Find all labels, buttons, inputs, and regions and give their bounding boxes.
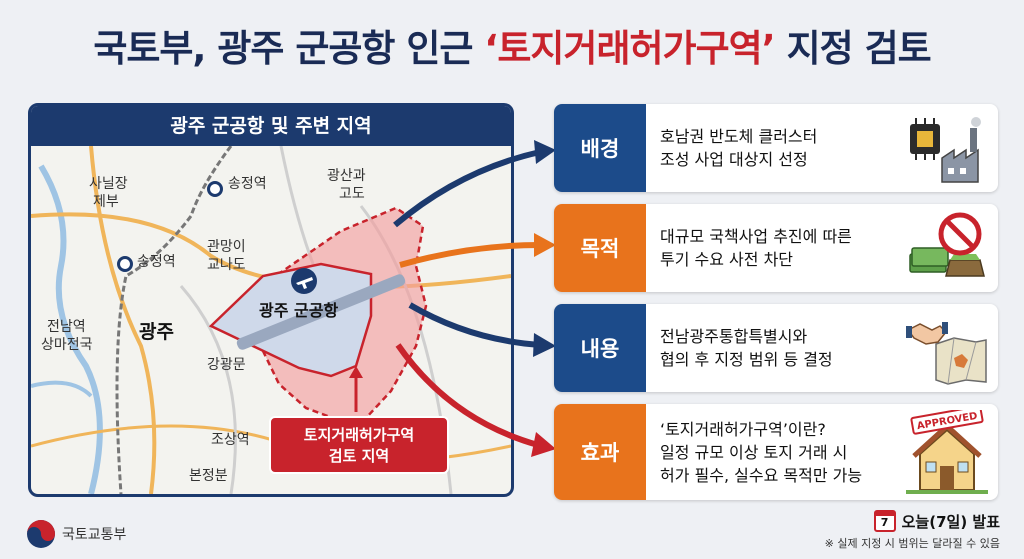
- headline-part2: 지정 검토: [774, 27, 932, 70]
- label-songjeong-station-top: 송정역: [228, 176, 267, 192]
- songjeong-station-left-dot: [117, 256, 133, 272]
- card-background-line2: 조성 사업 대상지 선정: [660, 150, 808, 169]
- card-purpose: 목적 대규모 국책사업 추진에 따른 투기 수요 사전 차단: [554, 204, 998, 292]
- card-background-line1: 호남권 반도체 클러스터: [660, 127, 818, 146]
- label-gyonado: 교나도: [207, 257, 246, 273]
- arrow-to-content-card: [408, 302, 541, 348]
- songjeong-station-top-dot: [207, 181, 223, 197]
- label-saniljang: 사닐장: [89, 176, 128, 192]
- runway: [236, 274, 406, 350]
- permit-zone-label-line1: 토지거래허가구역: [303, 426, 415, 444]
- card-content-tag: 내용: [554, 304, 646, 392]
- label-jeonnam-station: 전남역: [47, 319, 86, 335]
- card-content: 내용 전남광주통합특별시와 협의 후 지정 범위 등 결정: [554, 304, 998, 392]
- chip-factory-icon: [910, 117, 981, 183]
- label-gwangsan-gwa: 광산과: [327, 168, 366, 184]
- card-content-line2: 협의 후 지정 범위 등 결정: [660, 350, 833, 369]
- card-content-text: 전남광주통합특별시와 협의 후 지정 범위 등 결정: [660, 304, 900, 392]
- label-gwangju: 광주: [139, 321, 174, 343]
- map-panel: 광주 군공항 및 주변 지역 사닐장 제부 송정역 광산과 고도 송정역 관망이…: [28, 103, 514, 497]
- arrow-to-effect-card: [395, 343, 539, 448]
- arrow-to-background-card: [393, 149, 541, 228]
- card-effect-line2: 일정 규모 이상 토지 거래 시: [660, 442, 848, 462]
- card-background-tag: 배경: [554, 104, 646, 192]
- card-purpose-line1: 대규모 국책사업 추진에 따른: [660, 227, 852, 246]
- card-effect-line1: ‘토지거래허가구역’이란?: [660, 419, 826, 439]
- label-bonjeongbun: 본정분: [189, 468, 228, 484]
- headline: 국토부, 광주 군공항 인근 ‘토지거래허가구역’ 지정 검토: [0, 18, 1024, 72]
- card-content-line1: 전남광주통합특별시와: [660, 327, 808, 346]
- announcement-date-text: 오늘(7일) 발표: [901, 512, 1000, 531]
- label-songjeong-station-left: 송정역: [137, 254, 176, 270]
- ministry-name: 국토교통부: [62, 527, 127, 543]
- label-sangmajeonguk: 상마전국: [41, 337, 93, 353]
- label-josangyeok: 조상역: [211, 432, 250, 448]
- card-effect: 효과 ‘토지거래허가구역’이란? 일정 규모 이상 토지 거래 시 허가 필수,…: [554, 404, 998, 500]
- label-jebu: 제부: [93, 194, 119, 210]
- card-purpose-text: 대규모 국책사업 추진에 따른 투기 수요 사전 차단: [660, 204, 900, 292]
- label-ganggwangmun: 강광문: [207, 357, 246, 373]
- permit-zone-label-line2: 검토 지역: [328, 447, 390, 465]
- calendar-icon: 7: [873, 510, 896, 532]
- taegeuk-logo-icon: [27, 520, 55, 548]
- card-effect-tag: 효과: [554, 404, 646, 500]
- card-purpose-tag: 목적: [554, 204, 646, 292]
- announcement-date: 7 오늘(7일) 발표: [873, 510, 1000, 532]
- label-godo: 고도: [339, 186, 365, 202]
- footer-note: ※ 실제 지정 시 범위는 달라질 수 있음: [824, 537, 1000, 550]
- no-speculation-icon: [909, 212, 985, 277]
- headline-highlight: ‘토지거래허가구역’: [484, 27, 775, 70]
- label-gwanmangi: 관망이: [207, 239, 246, 255]
- permit-zone-label: 토지거래허가구역 검토 지역: [269, 416, 449, 474]
- map-title: 광주 군공항 및 주변 지역: [31, 106, 511, 146]
- river-branch: [31, 380, 93, 398]
- railway: [115, 146, 233, 494]
- card-effect-text: ‘토지거래허가구역’이란? 일정 규모 이상 토지 거래 시 허가 필수, 실수…: [660, 404, 910, 500]
- label-airport: 광주 군공항: [259, 301, 339, 320]
- road: [179, 285, 237, 494]
- headline-part1: 국토부, 광주 군공항 인근: [93, 27, 485, 70]
- card-effect-line3: 허가 필수, 실수요 목적만 가능: [660, 465, 863, 485]
- road: [89, 146, 157, 494]
- handshake-map-icon: [906, 322, 987, 385]
- card-background-text: 호남권 반도체 클러스터 조성 사업 대상지 선정: [660, 104, 900, 192]
- ministry-logo: 국토교통부: [26, 519, 126, 549]
- arrow-to-purpose-card: [399, 242, 541, 268]
- approved-house-icon: APPROVED: [906, 410, 988, 494]
- card-background: 배경 호남권 반도체 클러스터 조성 사업 대상지 선정: [554, 104, 998, 192]
- river: [38, 164, 103, 494]
- card-purpose-line2: 투기 수요 사전 차단: [660, 250, 794, 269]
